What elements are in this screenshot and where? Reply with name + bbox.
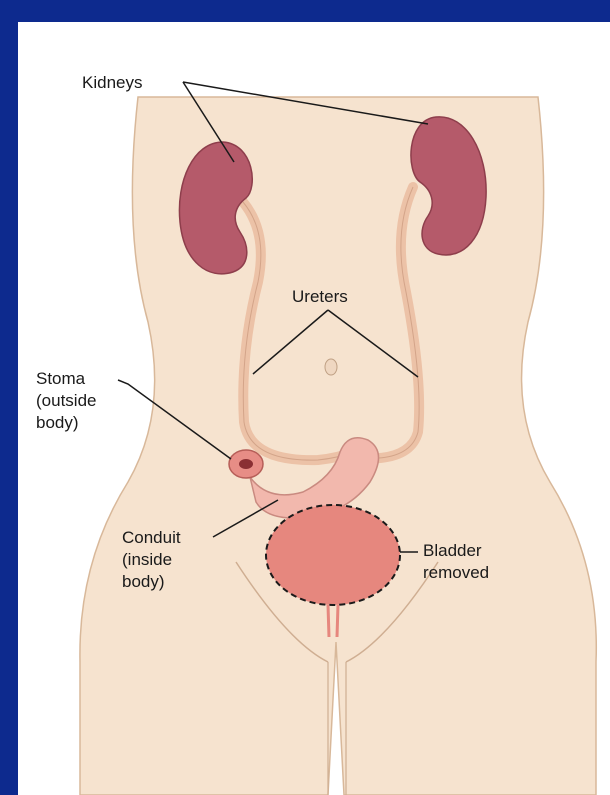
- label-conduit-line-3: body): [122, 571, 181, 593]
- label-bladder: Bladder removed: [423, 540, 489, 584]
- urinary-diversion-illustration: [18, 22, 610, 795]
- body-torso-shape: [80, 97, 596, 795]
- label-stoma-line-3: body): [36, 412, 96, 434]
- label-conduit-line-2: (inside: [122, 549, 181, 571]
- label-ureters-text: Ureters: [292, 286, 348, 308]
- bladder-removed: [266, 505, 400, 605]
- label-bladder-line-1: Bladder: [423, 540, 489, 562]
- label-kidneys: Kidneys: [82, 72, 142, 94]
- label-bladder-line-2: removed: [423, 562, 489, 584]
- label-stoma: Stoma (outside body): [36, 368, 96, 434]
- navel: [325, 359, 337, 375]
- label-ureters: Ureters: [292, 286, 348, 308]
- label-stoma-line-2: (outside: [36, 390, 96, 412]
- label-conduit: Conduit (inside body): [122, 527, 181, 593]
- label-stoma-line-1: Stoma: [36, 368, 96, 390]
- stoma-opening: [239, 459, 253, 469]
- label-conduit-line-1: Conduit: [122, 527, 181, 549]
- diagram-panel: Kidneys Ureters Stoma (outside body) Con…: [18, 22, 610, 795]
- label-kidneys-text: Kidneys: [82, 72, 142, 94]
